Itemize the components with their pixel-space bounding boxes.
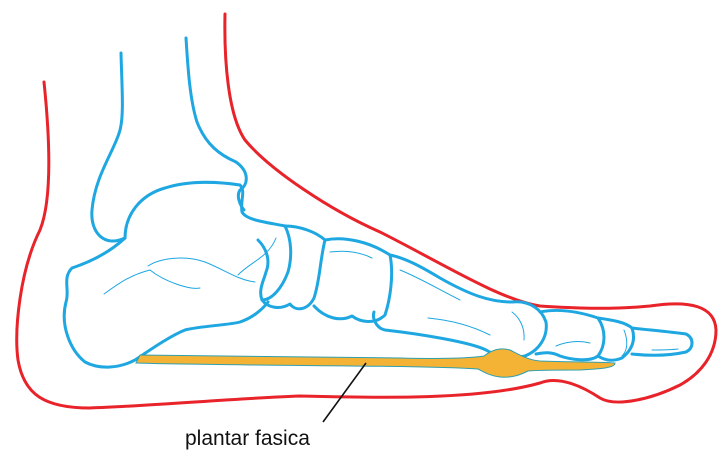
fibula-outline [90, 51, 127, 243]
navicular-outline [256, 224, 293, 302]
tibia-outline [184, 36, 248, 212]
metatarsal-outline [372, 253, 548, 360]
calcaneus-detail [103, 269, 201, 295]
label-leader-line [322, 362, 367, 423]
metatarsal-detail-3 [511, 311, 525, 341]
talus-detail-2 [237, 237, 277, 276]
cuneiform-outline-2 [312, 237, 394, 323]
plantar-fascia-label: plantar fasica [185, 427, 310, 450]
cuneiform-outline-1 [260, 224, 327, 311]
phalanx-detail-2 [621, 329, 628, 357]
plantar-fascia [135, 348, 616, 378]
talus-outline [123, 180, 287, 240]
cuneiform-detail [329, 250, 373, 259]
phalanx-outline-2 [596, 316, 636, 362]
metatarsal-detail-2 [427, 317, 491, 336]
calcaneus-outline [62, 236, 270, 369]
metatarsal-detail-1 [399, 269, 461, 301]
skin-outline [15, 12, 718, 410]
bone-outlines [62, 36, 694, 369]
phalanx-outline-3 [630, 326, 694, 357]
phalanx-detail-3 [651, 348, 679, 351]
skin-outline-back [15, 12, 718, 410]
phalanx-detail-1 [555, 341, 591, 347]
talus-detail [147, 257, 256, 283]
